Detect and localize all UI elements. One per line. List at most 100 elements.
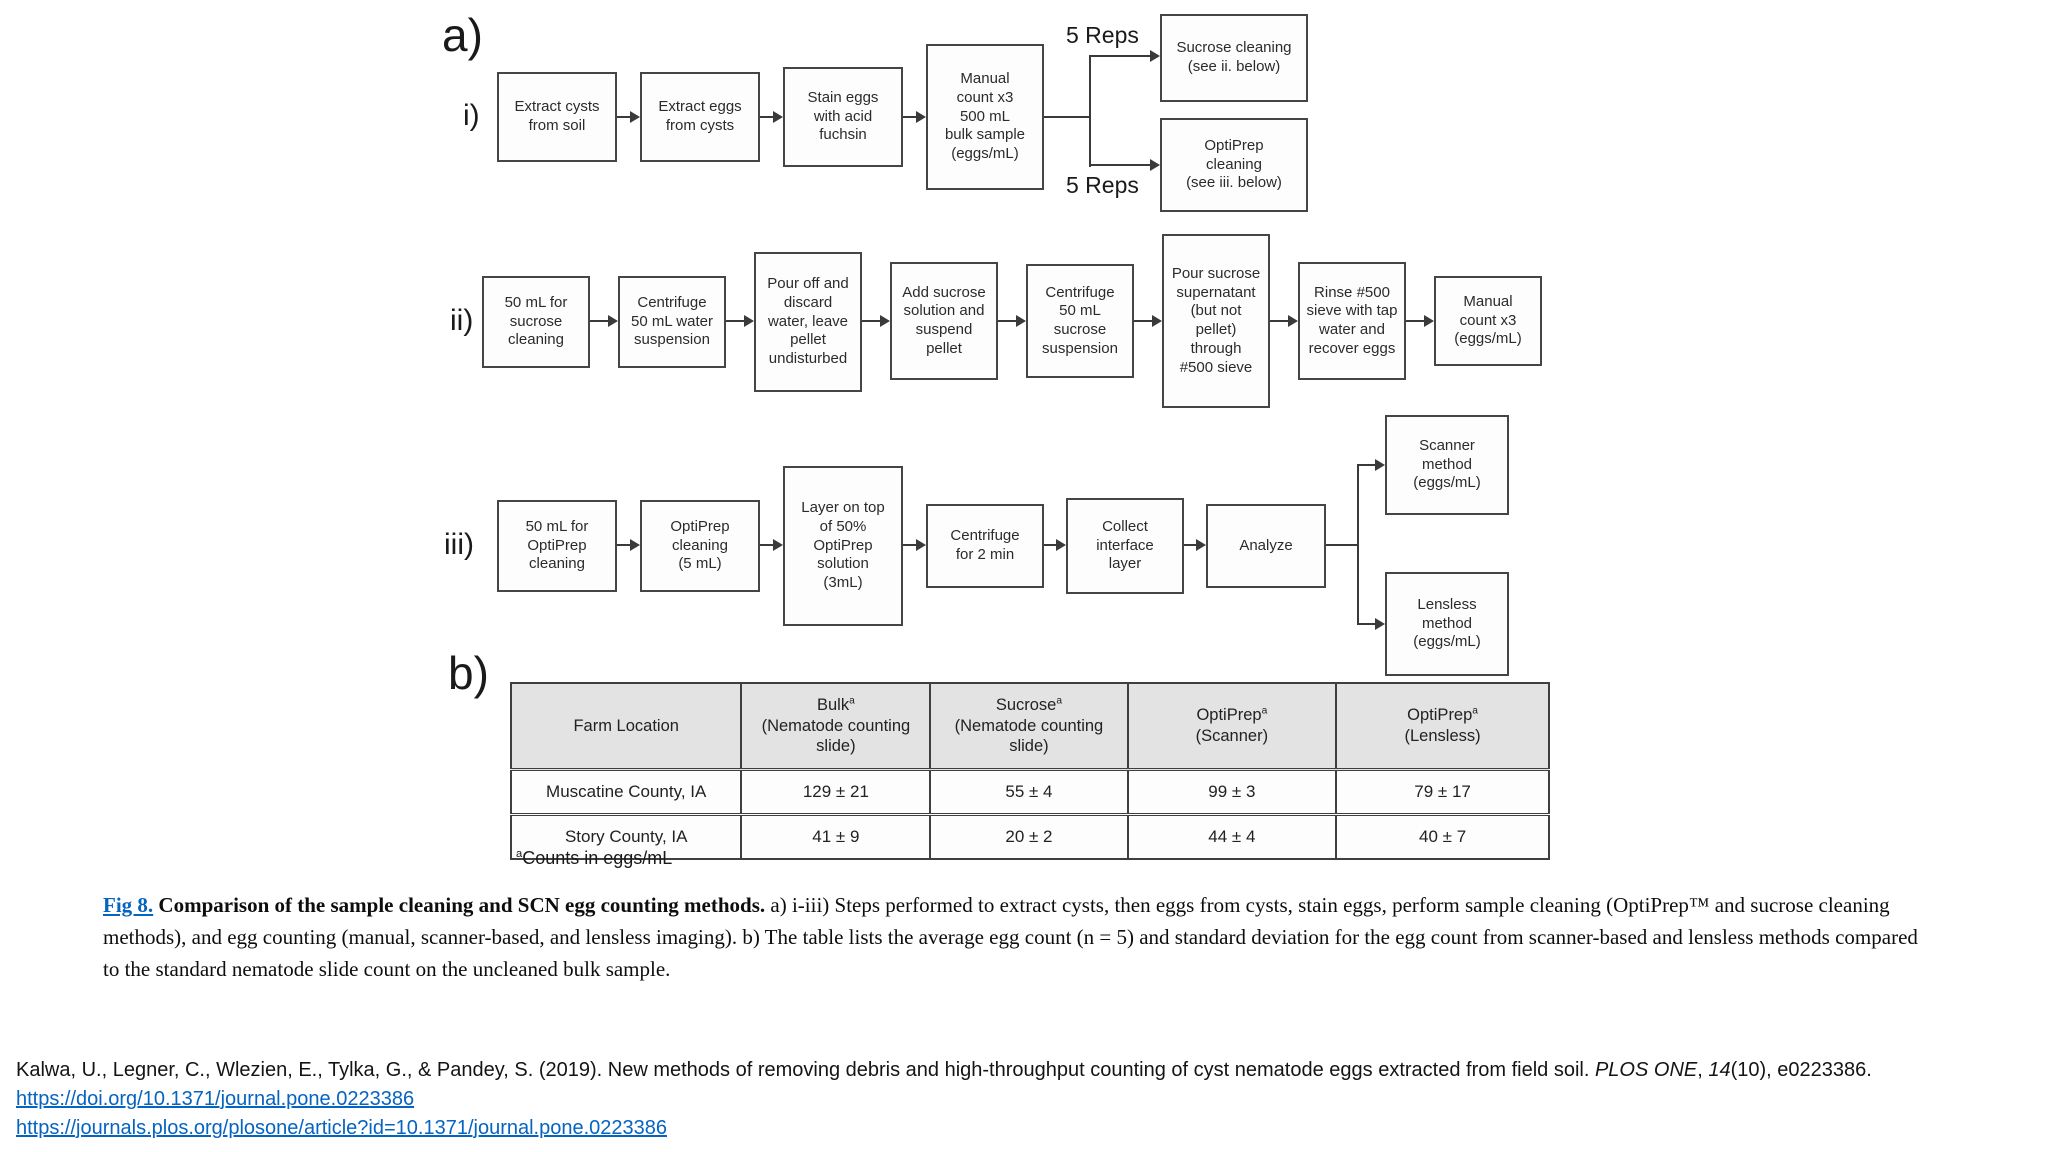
cell-value: 79 ± 17 xyxy=(1335,768,1550,816)
flow-box-lensless-method: Lensless method (eggs/mL) xyxy=(1385,572,1509,676)
col-header-sucrose: Sucrosea(Nematode counting slide) xyxy=(929,682,1129,771)
flow-box-label: Manual count x3 500 mL bulk sample (eggs… xyxy=(944,70,1026,163)
col-title: Farm Location xyxy=(573,716,679,735)
flow-arrowhead-icon xyxy=(1150,50,1160,62)
col-subtitle: (Lensless) xyxy=(1404,727,1481,745)
col-subtitle: (Nematode counting slide) xyxy=(954,716,1104,756)
flow-box-label: Collect interface layer xyxy=(1096,517,1154,573)
flow-fork-vertical-line xyxy=(1357,464,1359,625)
flow-arrow-line xyxy=(1406,320,1424,322)
cell-value: 99 ± 3 xyxy=(1126,768,1338,816)
citation-issue: (10), e0223386. xyxy=(1730,1059,1872,1081)
flow-box-optiprep-5ml: OptiPrep cleaning (5 mL) xyxy=(640,500,760,592)
flow-box-label: Scanner method (eggs/mL) xyxy=(1413,436,1481,492)
citation-volume: 14 xyxy=(1708,1059,1731,1081)
flow-arrow-line xyxy=(1044,544,1056,546)
cell-value: 40 ± 7 xyxy=(1335,813,1550,860)
flow-box-extract-eggs: Extract eggs from cysts xyxy=(640,72,760,162)
cell-value: 55 ± 4 xyxy=(929,768,1129,816)
flow-box-50ml-optiprep: 50 mL for OptiPrep cleaning xyxy=(497,500,617,592)
col-title: Sucrose xyxy=(995,696,1057,715)
citation-block: Kalwa, U., Legner, C., Wlezien, E., Tylk… xyxy=(16,1056,2026,1143)
cell-value: 44 ± 4 xyxy=(1126,813,1338,860)
flow-arrowhead-icon xyxy=(1196,539,1206,551)
results-table: Farm Location Bulka(Nematode counting sl… xyxy=(509,682,1550,860)
flow-arrowhead-icon xyxy=(773,539,783,551)
flow-arrowhead-icon xyxy=(916,111,926,123)
flow-box-label: Centrifuge 50 mL water suspension xyxy=(631,293,713,349)
flow-box-centrifuge-water: Centrifuge 50 mL water suspension xyxy=(618,276,726,368)
flow-arrowhead-icon xyxy=(1375,618,1385,630)
flow-box-label: Extract eggs from cysts xyxy=(658,98,742,134)
flow-box-label: Stain eggs with acid fuchsin xyxy=(807,88,879,144)
flow-arrow-line xyxy=(1184,544,1196,546)
flow-arrow-line xyxy=(1134,320,1152,322)
flow-arrowhead-icon xyxy=(916,539,926,551)
flow-box-label: Centrifuge for 2 min xyxy=(950,527,1020,563)
flow-box-pour-supernatant: Pour sucrose supernatant (but not pellet… xyxy=(1162,234,1270,408)
article-link[interactable]: https://journals.plos.org/plosone/articl… xyxy=(16,1117,668,1139)
flow-box-label: Analyze xyxy=(1239,536,1293,554)
col-header-optiprep-scanner: OptiPrepa(Scanner) xyxy=(1126,682,1338,771)
citation-sep: , xyxy=(1697,1059,1709,1081)
flow-arrowhead-icon xyxy=(630,539,640,551)
flow-arrow-line xyxy=(1089,164,1150,166)
col-header-bulk: Bulka(Nematode counting slide) xyxy=(740,682,932,771)
flow-box-label: 50 mL for OptiPrep cleaning xyxy=(525,517,589,573)
flow-arrow-line xyxy=(617,544,630,546)
flow-arrow-line xyxy=(1089,55,1150,57)
cell-value: 41 ± 9 xyxy=(740,813,932,860)
flow-box-add-sucrose: Add sucrose solution and suspend pellet xyxy=(890,262,998,380)
footnote-sup: a xyxy=(516,848,523,860)
flow-arrowhead-icon xyxy=(1288,315,1298,327)
flow-box-label: Pour off and discard water, leave pellet… xyxy=(767,275,849,368)
table-row: Story County, IA 41 ± 9 20 ± 2 44 ± 4 40… xyxy=(509,813,1550,860)
cell-value: 20 ± 2 xyxy=(929,813,1129,860)
flow-arrow-line xyxy=(760,116,773,118)
flow-arrowhead-icon xyxy=(1375,459,1385,471)
flow-arrow-line xyxy=(1357,623,1375,625)
row-i-label: i) xyxy=(463,99,480,132)
flow-arrow-line xyxy=(903,116,916,118)
flow-box-label: Rinse #500 sieve with tap water and reco… xyxy=(1306,283,1398,357)
flow-box-label: Manual count x3 (eggs/mL) xyxy=(1454,292,1522,348)
footnote-text: Counts in eggs/mL xyxy=(522,848,673,868)
table-row: Muscatine County, IA 129 ± 21 55 ± 4 99 … xyxy=(509,768,1550,816)
cell-value: 129 ± 21 xyxy=(740,768,932,816)
caption-body: a) i-iii) Steps performed to extract cys… xyxy=(103,893,1918,981)
flow-box-optiprep-cleaning-branch: OptiPrep cleaning (see iii. below) xyxy=(1160,118,1308,212)
panel-a-label: a) xyxy=(442,9,483,61)
flow-box-layer-optiprep: Layer on top of 50% OptiPrep solution (3… xyxy=(783,466,903,626)
citation-authors: Kalwa, U., Legner, C., Wlezien, E., Tylk… xyxy=(16,1059,1595,1081)
flow-box-scanner-method: Scanner method (eggs/mL) xyxy=(1385,415,1509,515)
caption-bold-title: Comparison of the sample cleaning and SC… xyxy=(153,893,766,917)
flow-arrowhead-icon xyxy=(744,315,754,327)
flow-arrowhead-icon xyxy=(773,111,783,123)
row-ii-label: ii) xyxy=(450,304,474,337)
flow-arrow-line xyxy=(1357,464,1375,466)
flow-box-label: Add sucrose solution and suspend pellet xyxy=(902,283,986,357)
flow-box-label: Layer on top of 50% OptiPrep solution (3… xyxy=(801,499,885,592)
flow-box-label: Extract cysts from soil xyxy=(514,98,600,134)
flow-arrow-line xyxy=(617,116,630,118)
figure-caption: Fig 8. Comparison of the sample cleaning… xyxy=(103,890,1918,986)
col-header-optiprep-lensless: OptiPrepa(Lensless) xyxy=(1335,682,1550,771)
flow-box-label: 50 mL for sucrose cleaning xyxy=(504,293,568,349)
flow-fork-feed-line xyxy=(1326,544,1359,546)
col-sup: a xyxy=(1472,705,1478,717)
flow-arrowhead-icon xyxy=(1424,315,1434,327)
flow-box-label: Centrifuge 50 mL sucrose suspension xyxy=(1042,283,1118,357)
table-footnote: aCounts in eggs/mL xyxy=(516,848,672,869)
flow-box-label: OptiPrep cleaning (see iii. below) xyxy=(1186,136,1282,192)
reps-label-bottom: 5 Reps xyxy=(1066,172,1139,198)
reps-label-top: 5 Reps xyxy=(1066,22,1139,48)
flow-arrowhead-icon xyxy=(880,315,890,327)
flow-arrow-line xyxy=(903,544,916,546)
flow-arrowhead-icon xyxy=(1016,315,1026,327)
doi-link[interactable]: https://doi.org/10.1371/journal.pone.022… xyxy=(16,1088,415,1110)
fig8-link[interactable]: Fig 8. xyxy=(103,893,154,917)
flow-box-pour-off-discard: Pour off and discard water, leave pellet… xyxy=(754,252,862,392)
flow-box-manual-count-ii: Manual count x3 (eggs/mL) xyxy=(1434,276,1542,366)
col-title: Bulk xyxy=(816,696,850,715)
